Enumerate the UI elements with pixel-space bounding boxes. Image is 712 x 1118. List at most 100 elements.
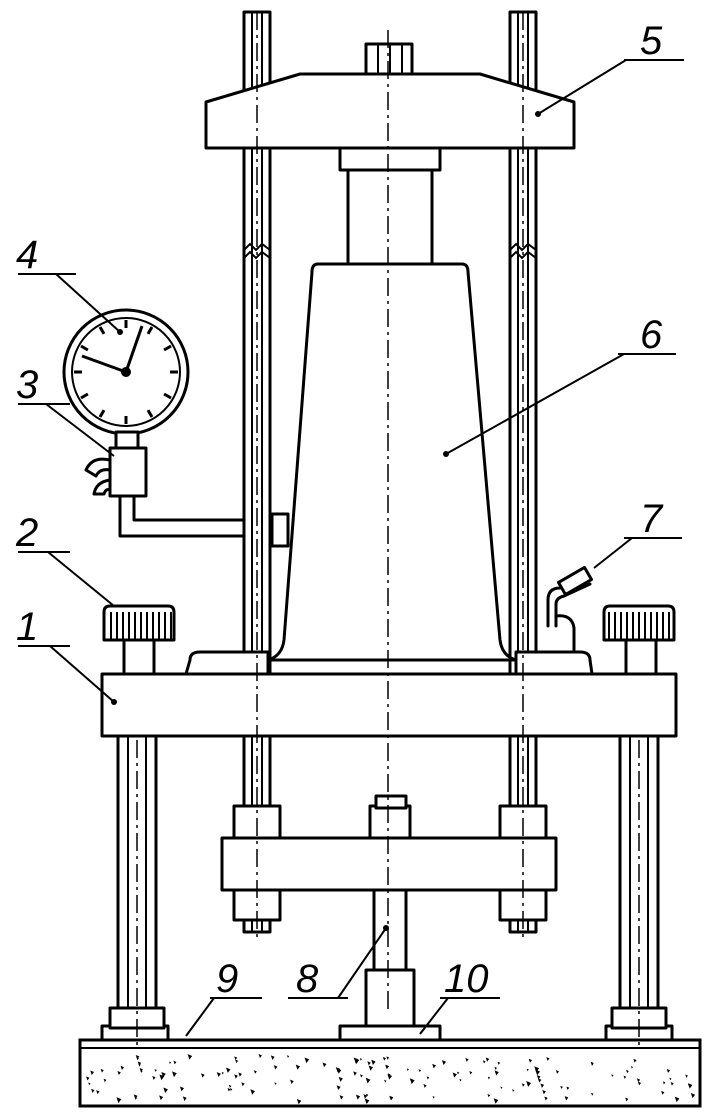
concrete-speckle xyxy=(322,1062,327,1068)
concrete-speckle xyxy=(235,1059,239,1064)
concrete-speckle xyxy=(388,1074,392,1079)
gauge-tick xyxy=(163,344,172,352)
center-rod xyxy=(364,794,416,1028)
concrete-speckle xyxy=(626,1069,629,1074)
concrete-speckle xyxy=(500,1086,503,1089)
concrete-speckle xyxy=(290,1079,294,1085)
concrete-speckle xyxy=(336,1085,341,1091)
concrete-speckle xyxy=(296,1098,302,1105)
gauge-tick xyxy=(80,344,89,352)
concrete-speckle xyxy=(426,1076,430,1080)
concrete-speckle xyxy=(273,1065,278,1070)
concrete-speckle xyxy=(544,1096,548,1101)
concrete-speckle xyxy=(564,1096,569,1101)
gauge-tick xyxy=(163,392,172,400)
concrete-speckle xyxy=(187,1054,193,1060)
concrete-speckle xyxy=(685,1074,688,1078)
concrete-speckle xyxy=(423,1084,427,1088)
valve xyxy=(84,446,148,498)
concrete-speckle xyxy=(338,1076,343,1082)
concrete-speckle xyxy=(469,1071,473,1075)
concrete-speckle xyxy=(526,1081,532,1087)
concrete-speckle xyxy=(138,1063,141,1067)
concrete-speckle xyxy=(534,1066,540,1073)
concrete-speckle xyxy=(179,1086,184,1092)
concrete-speckle xyxy=(542,1089,546,1095)
concrete-speckle xyxy=(661,1090,665,1095)
top-crossbeam xyxy=(204,42,576,150)
gauge-tick xyxy=(80,392,89,400)
concrete-speckle xyxy=(336,1068,342,1074)
concrete-speckle xyxy=(274,1082,277,1085)
concrete-speckle xyxy=(494,1066,498,1070)
concrete-speckle xyxy=(590,1062,594,1066)
concrete-speckle xyxy=(241,1082,245,1087)
concrete-texture xyxy=(86,1054,696,1105)
callout-5: 5 xyxy=(640,19,663,63)
concrete-speckle xyxy=(456,1071,460,1075)
concrete-speckle xyxy=(690,1093,696,1099)
concrete-speckle xyxy=(295,1064,300,1070)
concrete-speckle xyxy=(353,1057,359,1064)
concrete-speckle xyxy=(669,1077,672,1081)
concrete-speckle xyxy=(216,1072,221,1077)
concrete-speckle xyxy=(555,1070,559,1074)
concrete-speckle xyxy=(386,1056,390,1060)
concrete-speckle xyxy=(662,1081,666,1085)
concrete-speckle xyxy=(487,1094,491,1098)
gauge-tick xyxy=(98,326,106,335)
concrete-speckle xyxy=(364,1098,370,1105)
concrete-speckle xyxy=(172,1071,177,1078)
concrete-speckle xyxy=(633,1058,637,1063)
concrete-speckle xyxy=(90,1070,95,1076)
concrete-speckle xyxy=(152,1075,156,1080)
concrete-speckle xyxy=(100,1068,104,1073)
concrete-speckle xyxy=(234,1056,238,1061)
concrete-speckle xyxy=(173,1060,177,1065)
concrete-speckle xyxy=(154,1069,157,1072)
concrete-speckle xyxy=(221,1071,224,1075)
gauge-tick xyxy=(146,409,154,418)
pressure-gauge xyxy=(62,308,190,450)
concrete-speckle xyxy=(674,1096,680,1103)
concrete-foundation xyxy=(78,1038,702,1108)
jack-piston xyxy=(338,146,442,266)
concrete-speckle xyxy=(406,1068,409,1071)
concrete-speckle xyxy=(688,1084,691,1088)
concrete-speckle xyxy=(140,1070,143,1073)
gauge-tick xyxy=(98,409,106,418)
crosshead xyxy=(100,672,678,738)
concrete-speckle xyxy=(670,1082,674,1086)
concrete-speckle xyxy=(270,1055,275,1060)
concrete-speckle xyxy=(637,1081,642,1086)
concrete-speckle xyxy=(560,1085,563,1090)
concrete-speckle xyxy=(339,1095,344,1100)
concrete-speckle xyxy=(88,1082,91,1086)
concrete-speckle xyxy=(120,1065,125,1070)
concrete-speckle xyxy=(286,1055,290,1058)
center-lines xyxy=(136,12,640,1050)
concrete-speckle xyxy=(418,1069,422,1073)
concrete-speckle xyxy=(304,1057,310,1064)
concrete-speckle xyxy=(136,1057,139,1061)
gauge-ticks xyxy=(74,320,178,424)
concrete-speckle xyxy=(452,1072,457,1078)
concrete-speckle xyxy=(623,1075,627,1079)
concrete-speckle xyxy=(384,1079,387,1083)
concrete-speckle xyxy=(382,1056,386,1061)
concrete-speckle xyxy=(86,1076,90,1081)
release-valve xyxy=(546,565,593,654)
callout-3: 3 xyxy=(16,363,38,407)
callout-2: 2 xyxy=(15,511,38,555)
concrete-speckle xyxy=(139,1068,143,1072)
concrete-speckle xyxy=(182,1096,187,1101)
concrete-speckle xyxy=(432,1063,436,1069)
concrete-speckle xyxy=(591,1092,594,1096)
concrete-speckle xyxy=(566,1086,570,1090)
concrete-speckle xyxy=(482,1060,486,1064)
concrete-speckle xyxy=(636,1078,641,1083)
concrete-speckle xyxy=(537,1078,542,1083)
concrete-speckle xyxy=(117,1070,121,1076)
callout-4: 4 xyxy=(16,233,38,277)
